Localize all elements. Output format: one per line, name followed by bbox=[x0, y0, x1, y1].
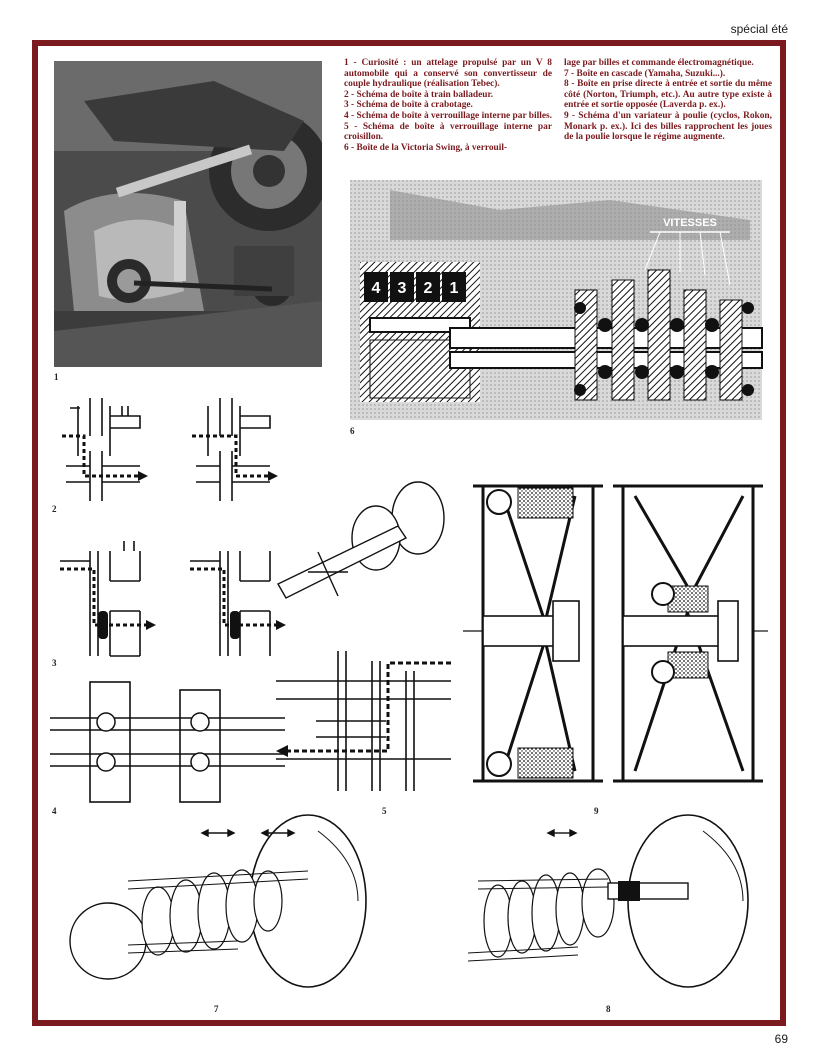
caption-6-cont: lage par billes et commande électromagné… bbox=[564, 58, 754, 68]
article-frame: 1 1 - Curiosité : un attelage propulsé p… bbox=[32, 40, 786, 1026]
figure-5-cross-lock-diagram bbox=[276, 651, 451, 791]
figure-number-6: 6 bbox=[350, 426, 355, 436]
figure-6-gearbox-cutaway: 4 3 2 1 VITESSES bbox=[350, 180, 763, 420]
figure-number-9: 9 bbox=[594, 806, 599, 816]
caption-5: 5 - Schéma de boîte à verrouillage inter… bbox=[344, 121, 552, 143]
caption-column-2: lage par billes et commande électromagné… bbox=[564, 58, 772, 143]
figure-8-direct-drive-gearbox-drawing bbox=[467, 814, 749, 988]
figure-number-2: 2 bbox=[52, 504, 57, 514]
shaft-cross-sketch bbox=[277, 481, 445, 599]
figure-3-dog-clutch-diagram bbox=[60, 541, 286, 657]
figure-2-sliding-gear-diagram bbox=[62, 398, 278, 501]
caption-3: 3 - Schéma de boîte à crabotage. bbox=[344, 100, 473, 111]
page-number: 69 bbox=[774, 1032, 788, 1046]
gear-number-3: 3 bbox=[398, 280, 407, 297]
engine-photo-drawing bbox=[54, 61, 322, 367]
caption-column-1: 1 - Curiosité : un attelage propulsé par… bbox=[344, 58, 552, 153]
figure-7-cascade-gearbox-drawing bbox=[69, 814, 367, 988]
caption-8: 8 - Boîte en prise directe à entrée et s… bbox=[564, 79, 772, 111]
caption-9: 9 - Schéma d'un variateur à poulie (cycl… bbox=[564, 110, 772, 143]
caption-4: 4 - Schéma de boîte à verrouillage inter… bbox=[344, 110, 552, 121]
figure-number-1: 1 bbox=[54, 372, 59, 382]
label-vitesses: VITESSES bbox=[663, 217, 717, 229]
figure-4-ball-lock-diagram bbox=[50, 681, 285, 803]
gear-number-4: 4 bbox=[372, 280, 381, 297]
gear-number-2: 2 bbox=[424, 280, 433, 297]
figure-number-3: 3 bbox=[52, 658, 57, 668]
section-header: spécial été bbox=[730, 22, 788, 36]
caption-6: 6 - Boîte de la Victoria Swing, à verrou… bbox=[344, 142, 508, 153]
caption-1: 1 - Curiosité : un attelage propulsé par… bbox=[344, 58, 552, 90]
gear-number-1: 1 bbox=[450, 280, 459, 297]
figure-number-4: 4 bbox=[52, 806, 57, 816]
figure-number-7: 7 bbox=[214, 1004, 219, 1014]
photo-figure-1 bbox=[54, 61, 322, 367]
figure-number-5: 5 bbox=[382, 806, 387, 816]
caption-2: 2 - Schéma de boîte à train balladeur. bbox=[344, 89, 494, 100]
caption-7: 7 - Boîte en cascade (Yamaha, Suzuki...)… bbox=[564, 68, 726, 79]
figure-number-8: 8 bbox=[606, 1004, 611, 1014]
figure-9-pulley-variator-diagram bbox=[463, 484, 768, 783]
